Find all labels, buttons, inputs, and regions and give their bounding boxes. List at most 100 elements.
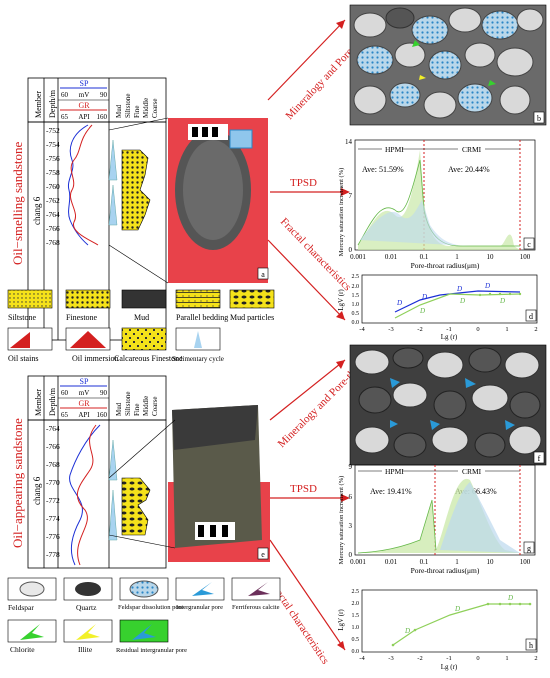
top-tpsd-xticks-5: 100	[520, 253, 531, 261]
bottom-tpsd-hpmi: HPMI	[385, 467, 404, 476]
bottom-fractal-xticks-4: 0	[476, 655, 479, 662]
log_header-lith-3: Middle	[142, 98, 150, 118]
legend_top-4-label: Mud particles	[230, 313, 274, 322]
top-arrow-tpsd: TPSD	[290, 177, 317, 189]
top-fractal-labels-3: D	[484, 282, 490, 290]
top-fractal-xticks-3: -1	[446, 326, 451, 333]
bottom-tpsd-xticks-5: 100	[520, 558, 531, 566]
top-depths-6: -764	[46, 210, 60, 219]
legend_top-0-label: Siltstone	[8, 313, 36, 322]
top-fractal-xlabel: Lg (r)	[441, 333, 458, 341]
bottom-fractal-labels-1: D	[454, 605, 460, 613]
log_header-gr_scale-0: 65	[61, 411, 69, 419]
bottom-fractal-xticks-6: 2	[534, 655, 537, 662]
bottom-tpsd-xticks-4: 10	[487, 558, 495, 566]
bottom-tpsd-yticks-0: 0	[349, 551, 353, 559]
top-tpsd-hpmi: HPMI	[385, 145, 404, 154]
top-member-label: chang 6	[32, 196, 42, 225]
log_header-lith-4: Coarse	[151, 99, 159, 118]
panel-letter-b: b	[537, 114, 541, 123]
bottom-tpsd-xlabel: Pore-throat radius(μm)	[411, 566, 480, 575]
top-depths-0: -752	[46, 126, 60, 135]
log_header-gr_scale-2: 160	[97, 113, 108, 121]
panel-letter-d: d	[529, 312, 533, 321]
log_header-member: Member	[34, 389, 43, 416]
legend_top-3-label: Parallel bedding	[176, 313, 228, 322]
top-fractal-xticks-2: -2	[417, 326, 422, 333]
top-fractal-labels-0: D	[396, 299, 402, 307]
top-fractal-xticks-4: 0	[476, 326, 479, 333]
top-fractal-xticks-5: 1	[505, 326, 508, 333]
bottom-arrows-1: TPSD	[290, 483, 317, 495]
top-fractal-labels-2: D	[456, 285, 462, 293]
log_header-lith-4: Coarse	[151, 397, 159, 416]
legend-bottom: Feldspar Quartz Feldspar dissolution por…	[7, 577, 281, 654]
log_header-lith-1: Siltstone	[124, 391, 132, 416]
bottom-tpsd-crmi: CRMI	[462, 467, 482, 476]
bottom-fractal-yticks-1: 0.5	[352, 637, 360, 643]
bottom-depth-labels: -764 -766 -768 -770 -772 -774 -776 -778	[46, 424, 60, 559]
top-tpsd-ave_right: Ave: 20.44%	[448, 165, 490, 174]
top-tpsd-xticks-0: 0.001	[350, 253, 366, 261]
legend_top-2-label: Mud	[134, 313, 149, 322]
log_header-lith-0: Mud	[115, 104, 123, 118]
bottom-fractal-labels-0: D	[404, 627, 410, 635]
panel-letter-a: a	[261, 270, 265, 279]
bottom-lith-column	[121, 477, 151, 536]
top-depths-1: -754	[46, 140, 60, 149]
thin-section-b: b	[349, 4, 547, 126]
log_header-sp: SP	[80, 377, 89, 386]
top-section: Oil−smelling sandstone Member Depth/m SP…	[7, 4, 547, 363]
top-sp-curve	[67, 124, 89, 246]
log_header-sp_scale-0: 60	[61, 91, 69, 99]
legend_top-6-label: Oil immersion	[72, 354, 118, 363]
bottom-depths-7: -778	[46, 550, 60, 559]
panel-letter-g: g	[527, 544, 531, 553]
top-depths-3: -758	[46, 168, 60, 177]
tpsd-chart-g: Mercury saturation increment (%) 9 6 3 0…	[338, 463, 536, 575]
top-fractal-labels-6: D	[499, 297, 505, 305]
bottom-tpsd-ylabel: Mercury saturation increment (%)	[338, 476, 345, 565]
top-fractal-yticks-5: 2.5	[352, 274, 360, 280]
legend_bottom-2-label: Feldspar dissolution pore	[118, 604, 184, 611]
top-tpsd-xticks-4: 10	[487, 253, 495, 261]
bottom-tpsd-ave_left: Ave: 19.41%	[370, 487, 412, 496]
log_header-lith-2: Fine	[133, 106, 141, 118]
legend_bottom-5-label: Chlorite	[10, 645, 35, 654]
top-section-label: Oil−smelling sandstone	[10, 142, 25, 265]
bottom-fractal-yticks-5: 2.5	[352, 589, 360, 595]
top-fractal-yticks-4: 2.0	[352, 284, 360, 290]
bottom-depths-5: -774	[46, 514, 60, 523]
top-depths-4: -760	[46, 182, 60, 191]
bottom-depths-2: -768	[46, 460, 60, 469]
top-lith-column	[121, 149, 151, 231]
bottom-depths-4: -772	[46, 496, 60, 505]
log_header-lith-0: Mud	[115, 402, 123, 416]
bottom-depths-6: -776	[46, 532, 60, 541]
bottom-member-label: chang 6	[32, 476, 42, 505]
legend_bottom-3-label: Intergranular pore	[176, 604, 223, 611]
bottom-fractal-yticks-4: 2.0	[352, 601, 360, 607]
gr-header: GR	[78, 101, 90, 110]
top-depths-8: -768	[46, 238, 60, 247]
bottom-tpsd-xticks-3: 1	[455, 558, 459, 566]
top-fractal-xticks-0: -4	[359, 326, 365, 333]
log_header-gr_scale-1: API	[78, 113, 90, 121]
top-fractal-xticks-1: -3	[388, 326, 393, 333]
legend_top-1-label: Finestone	[66, 313, 98, 322]
bottom-tpsd-yticks-2: 6	[349, 493, 353, 501]
top-depths-7: -766	[46, 224, 60, 233]
bottom-section: Oil−appearing sandstone Member Depth/m S…	[7, 344, 547, 671]
fractal-chart-d: LgV (r) 2.5 2.0 1.5 1.0 0.5 0.0 -4 -3 -2…	[337, 274, 538, 341]
bottom-fractal-yticks-0: 0.0	[352, 649, 360, 655]
top-fractal-yticks-1: 0.5	[352, 311, 360, 317]
log_header-gr_scale-1: API	[78, 411, 90, 419]
bottom-fractal-xticks-0: -4	[359, 655, 365, 662]
bottom-sp-curve	[69, 424, 101, 566]
log_header-gr_scale-2: 160	[97, 411, 108, 419]
depth-header: Depth/m	[48, 89, 57, 118]
legend_top-7-label: Calcareous Finestone	[114, 354, 183, 363]
legend_bottom-4-label: Ferriferous calcite	[232, 604, 280, 611]
top-tpsd-ylabel: Mercury saturation increment (%)	[338, 168, 345, 257]
